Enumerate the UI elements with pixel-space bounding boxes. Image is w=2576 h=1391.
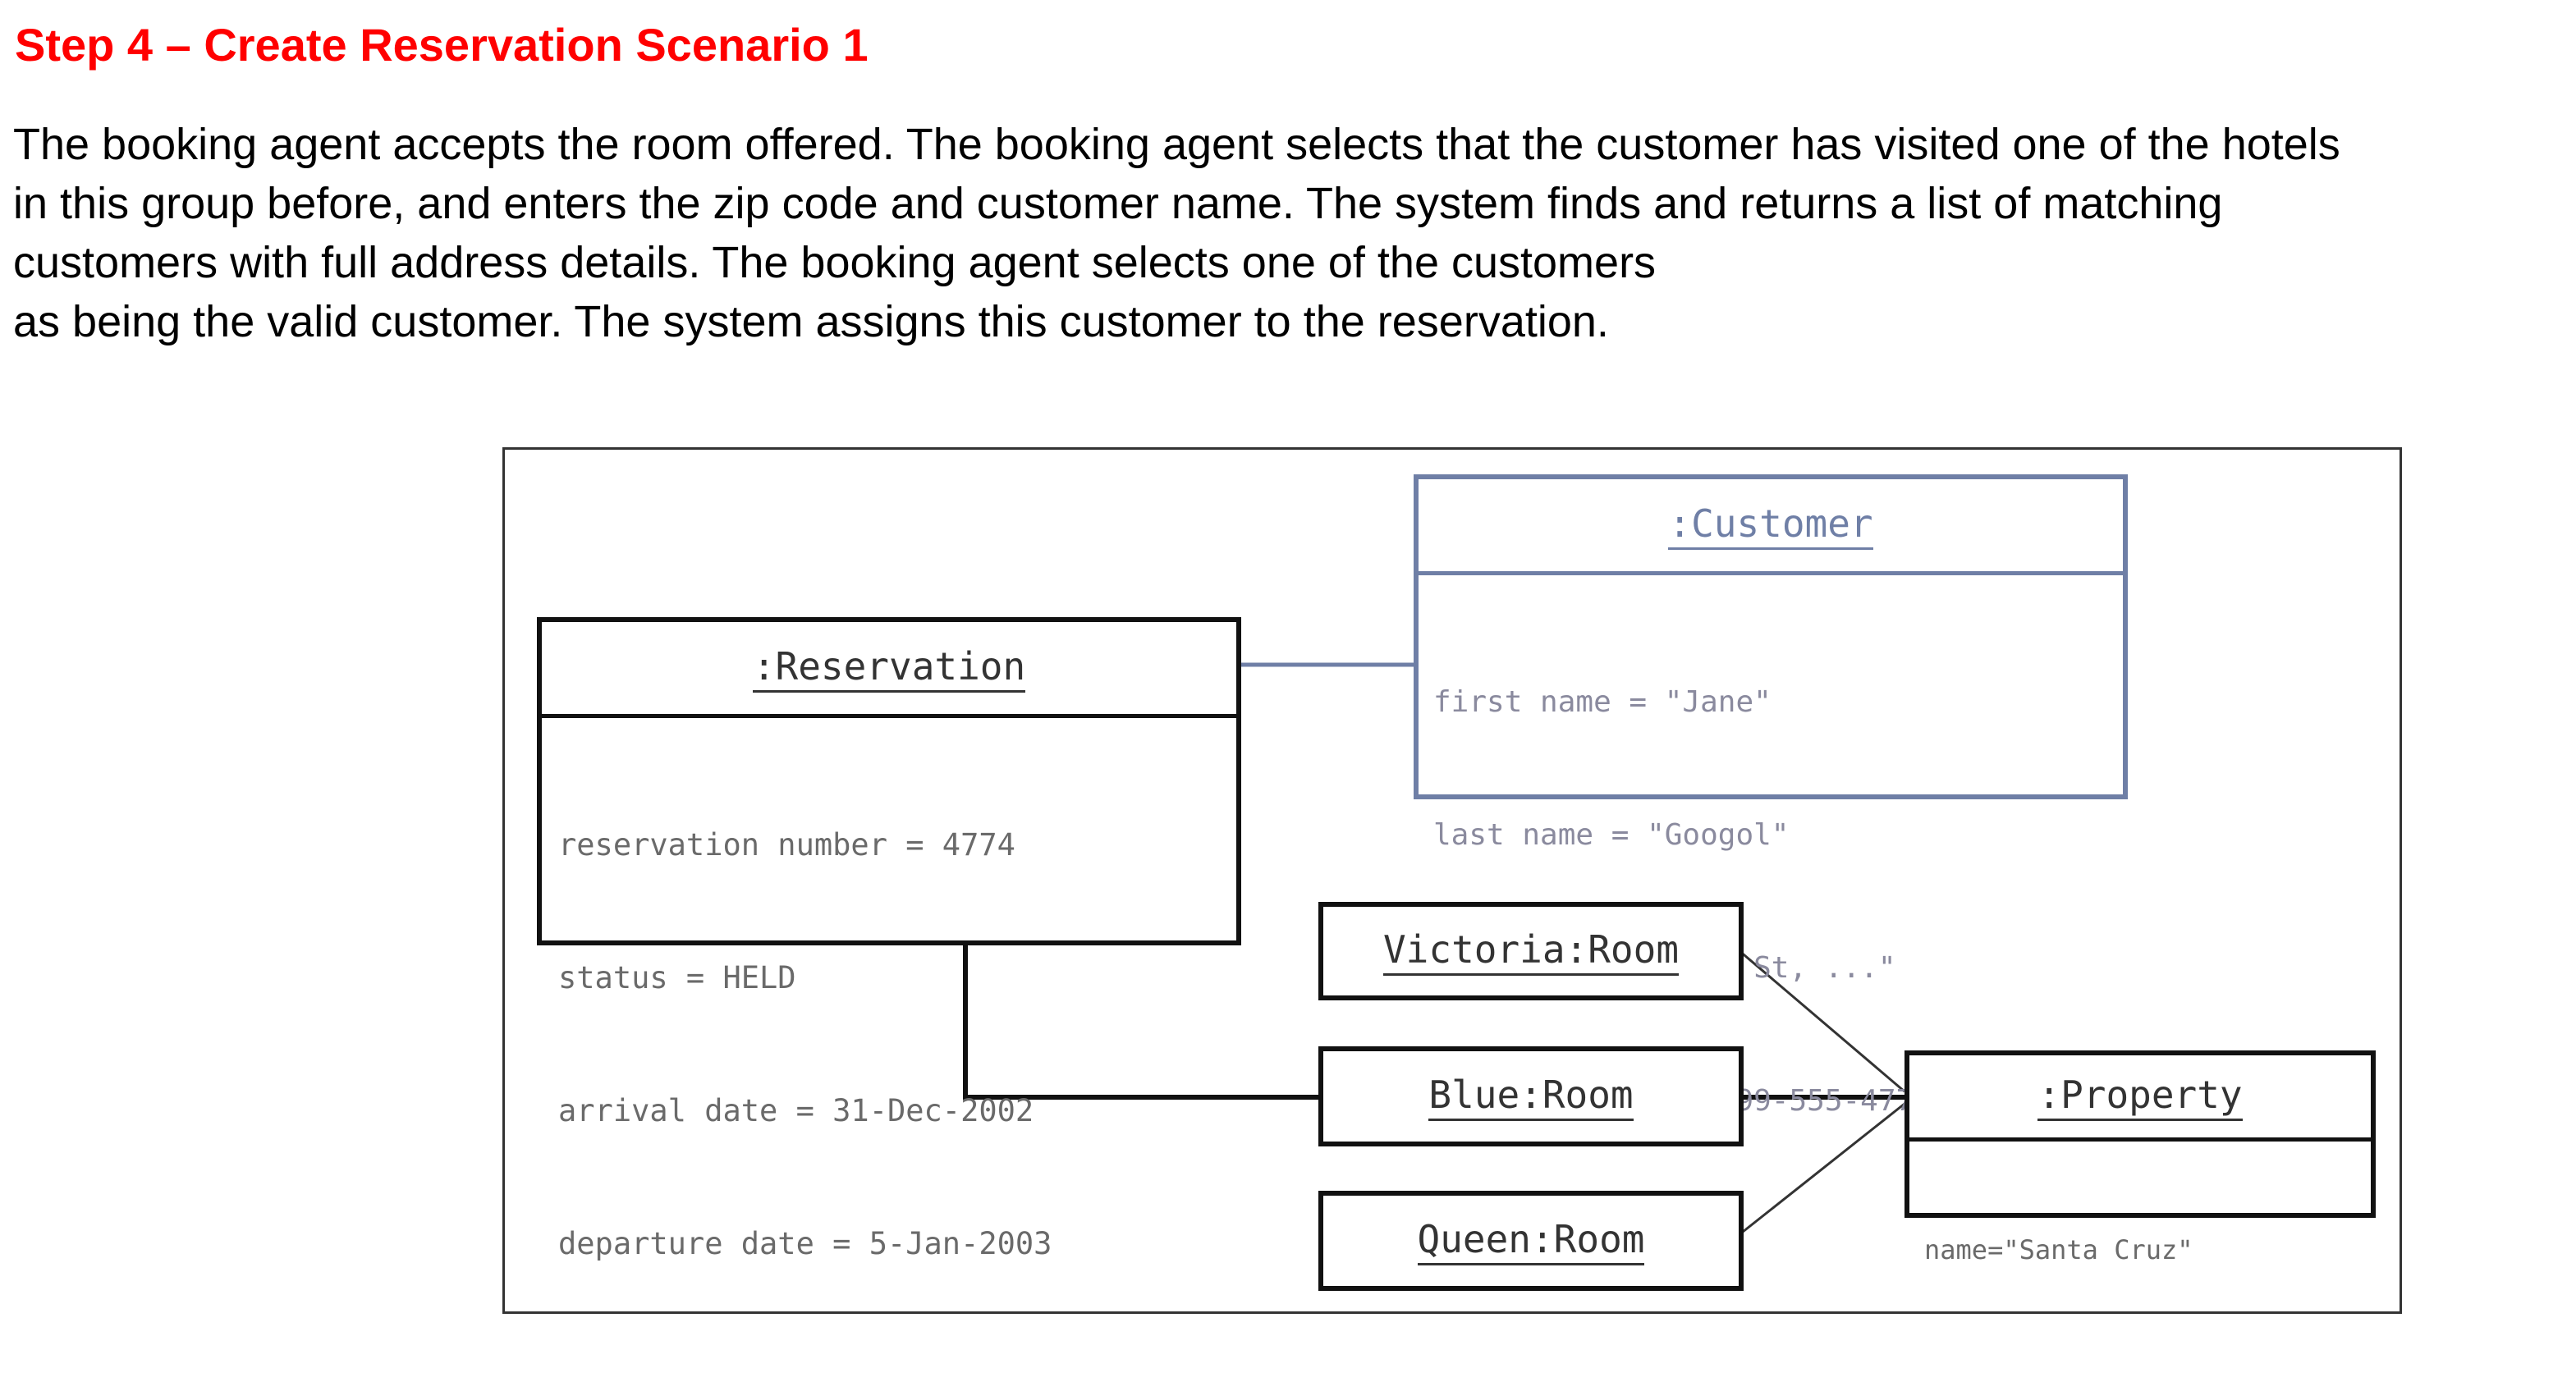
description-line-1: The booking agent accepts the room offer… xyxy=(13,120,2340,169)
description-line-2: in this group before, and enters the zip… xyxy=(13,179,2223,228)
property-object-name: :Property xyxy=(2037,1073,2243,1121)
customer-object-name: :Customer xyxy=(1668,501,1873,550)
room-name-queen: Queen:Room xyxy=(1417,1217,1645,1265)
customer-attr-first-name: first name = "Jane" xyxy=(1433,685,1772,719)
property-attr-name: name="Santa Cruz" xyxy=(1924,1234,2193,1265)
reservation-separator xyxy=(542,714,1236,718)
customer-attr-last-name: last name = "Googol" xyxy=(1433,818,1790,852)
room-object-queen: Queen:Room xyxy=(1318,1191,1744,1291)
page-title: Step 4 – Create Reservation Scenario 1 xyxy=(15,19,869,71)
property-attributes: name="Santa Cruz" xyxy=(1909,1142,2371,1340)
room-object-victoria: Victoria:Room xyxy=(1318,902,1744,1000)
reservation-attr-departure: departure date = 5-Jan-2003 xyxy=(558,1226,1052,1261)
reservation-attributes: reservation number = 4774 status = HELD … xyxy=(542,718,1236,1355)
reservation-attr-status: status = HELD xyxy=(558,960,796,995)
property-object: :Property name="Santa Cruz" xyxy=(1904,1050,2376,1265)
reservation-object-name: :Reservation xyxy=(752,644,1026,693)
customer-separator xyxy=(1419,571,2123,575)
room-name-victoria: Victoria:Room xyxy=(1382,927,1680,976)
room-object-blue: Blue:Room xyxy=(1318,1046,1744,1146)
property-separator xyxy=(1909,1137,2371,1142)
room-name-blue: Blue:Room xyxy=(1428,1073,1634,1121)
description-line-4: as being the valid customer. The system … xyxy=(13,297,1609,346)
reservation-attr-number: reservation number = 4774 xyxy=(558,827,1015,863)
reservation-attr-arrival: arrival date = 31-Dec-2002 xyxy=(558,1093,1034,1128)
description-line-3: customers with full address details. The… xyxy=(13,238,1657,287)
reservation-object: :Reservation reservation number = 4774 s… xyxy=(537,617,1241,1261)
customer-object: :Customer first name = "Jane" last name … xyxy=(1414,474,2128,1118)
